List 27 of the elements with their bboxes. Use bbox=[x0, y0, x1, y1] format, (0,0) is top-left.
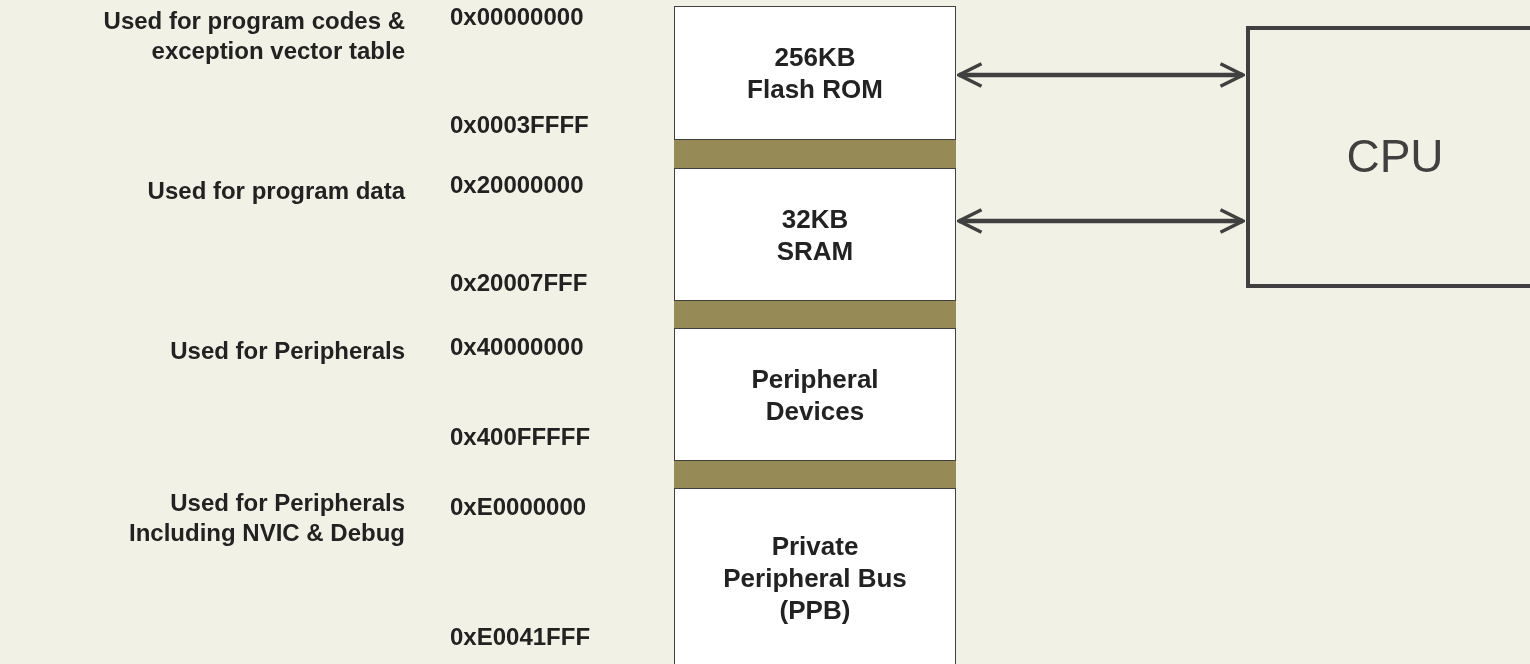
double-arrow bbox=[957, 207, 1245, 235]
memory-address: 0x40000000 bbox=[450, 332, 584, 362]
memory-region-box bbox=[674, 328, 956, 461]
usage-description: Used for program data bbox=[146, 176, 405, 206]
memory-address: 0x400FFFFF bbox=[450, 422, 591, 452]
memory-region-box bbox=[674, 488, 956, 664]
memory-address: 0x0003FFFF bbox=[450, 110, 589, 140]
region-name: Peripheral Devices bbox=[750, 362, 880, 427]
usage-description: Used for Peripherals Including NVIC & Debug bbox=[128, 488, 405, 548]
region-name: 256KB Flash ROM bbox=[746, 41, 884, 105]
memory-address: 0xE0041FFF bbox=[450, 622, 591, 652]
double-arrow bbox=[957, 61, 1245, 89]
processor-box bbox=[1246, 26, 1530, 288]
gap-band bbox=[674, 461, 956, 488]
processor-label: CPU bbox=[1346, 129, 1445, 185]
gap-band bbox=[674, 301, 956, 328]
memory-address: 0x20007FFF bbox=[450, 268, 588, 298]
region-name: Private Peripheral Bus (PPB) bbox=[722, 530, 908, 626]
memory-region-box bbox=[674, 168, 956, 301]
region-name: 32KB SRAM bbox=[775, 202, 855, 267]
memory-address: 0x20000000 bbox=[450, 170, 584, 200]
usage-description: Used for Peripherals bbox=[169, 336, 405, 366]
memory-address: 0xE0000000 bbox=[450, 492, 587, 522]
gap-band bbox=[674, 140, 956, 168]
memory-address: 0x00000000 bbox=[450, 2, 584, 32]
memory-region-box bbox=[674, 6, 956, 140]
usage-description: Used for program codes & exception vector table bbox=[102, 6, 405, 66]
